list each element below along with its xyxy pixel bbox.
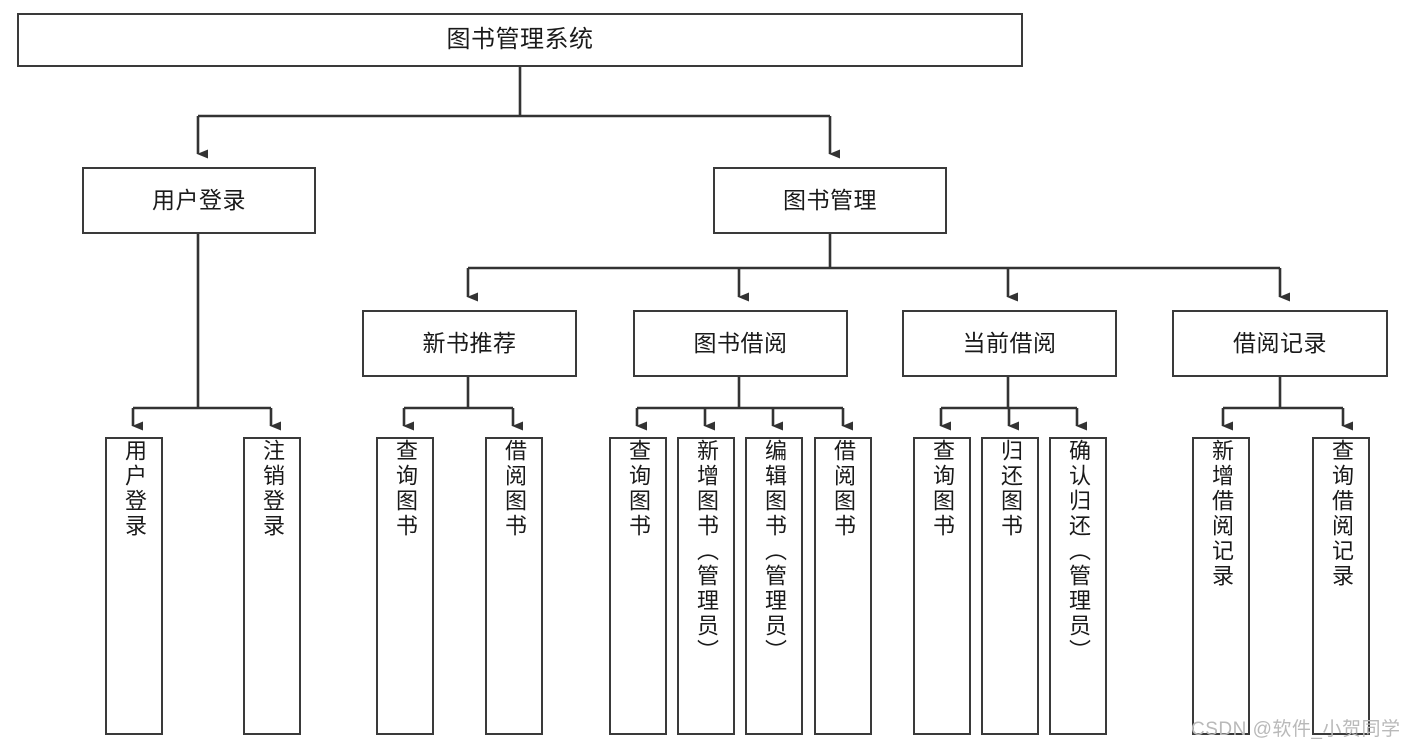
node-new-book-recommend[interactable]: 新书推荐 <box>362 310 577 377</box>
node-leaf-add-book[interactable]: 新增图书（管理员） <box>677 437 735 735</box>
node-current-borrow[interactable]: 当前借阅 <box>902 310 1117 377</box>
node-book-borrow[interactable]: 图书借阅 <box>633 310 848 377</box>
node-user-login-label: 用户登录 <box>152 186 246 213</box>
node-leaf-user-login[interactable]: 用户登录 <box>105 437 163 735</box>
csdn-watermark: CSDN @软件_小贺同学 <box>1191 719 1401 740</box>
node-leaf-query-book-3[interactable]: 查询图书 <box>913 437 971 735</box>
node-leaf-return-book[interactable]: 归还图书 <box>981 437 1039 735</box>
node-borrow-record[interactable]: 借阅记录 <box>1172 310 1388 377</box>
node-leaf-borrow-book-1-label: 借阅图书 <box>502 439 527 539</box>
node-leaf-query-book-3-label: 查询图书 <box>930 439 955 539</box>
node-leaf-edit-book[interactable]: 编辑图书（管理员） <box>745 437 803 735</box>
node-book-manage[interactable]: 图书管理 <box>713 167 947 234</box>
node-leaf-user-logout[interactable]: 注销登录 <box>243 437 301 735</box>
node-root[interactable]: 图书管理系统 <box>17 13 1023 67</box>
node-borrow-record-label: 借阅记录 <box>1233 329 1327 356</box>
node-leaf-return-book-label: 归还图书 <box>998 439 1023 539</box>
node-leaf-query-book-1-label: 查询图书 <box>393 439 418 539</box>
node-leaf-borrow-book-2-label: 借阅图书 <box>831 439 856 539</box>
node-leaf-query-record[interactable]: 查询借阅记录 <box>1312 437 1370 735</box>
node-leaf-user-login-label: 用户登录 <box>122 439 147 539</box>
node-current-borrow-label: 当前借阅 <box>962 329 1057 356</box>
node-leaf-add-record[interactable]: 新增借阅记录 <box>1192 437 1250 735</box>
node-leaf-add-record-label: 新增借阅记录 <box>1209 439 1234 589</box>
node-leaf-edit-book-label: 编辑图书（管理员） <box>762 439 787 664</box>
node-leaf-borrow-book-2[interactable]: 借阅图书 <box>814 437 872 735</box>
node-book-borrow-label: 图书借阅 <box>693 329 788 356</box>
node-root-label: 图书管理系统 <box>446 25 594 53</box>
node-leaf-query-book-2-label: 查询图书 <box>626 439 651 539</box>
node-leaf-add-book-label: 新增图书（管理员） <box>694 439 719 664</box>
node-leaf-query-record-label: 查询借阅记录 <box>1329 439 1354 589</box>
node-user-login[interactable]: 用户登录 <box>82 167 316 234</box>
node-new-book-recommend-label: 新书推荐 <box>422 329 517 356</box>
node-leaf-confirm-return[interactable]: 确认归还（管理员） <box>1049 437 1107 735</box>
node-leaf-borrow-book-1[interactable]: 借阅图书 <box>485 437 543 735</box>
node-leaf-confirm-return-label: 确认归还（管理员） <box>1066 439 1091 664</box>
node-leaf-query-book-1[interactable]: 查询图书 <box>376 437 434 735</box>
node-book-manage-label: 图书管理 <box>783 186 877 213</box>
node-leaf-user-logout-label: 注销登录 <box>260 439 285 539</box>
node-leaf-query-book-2[interactable]: 查询图书 <box>609 437 667 735</box>
